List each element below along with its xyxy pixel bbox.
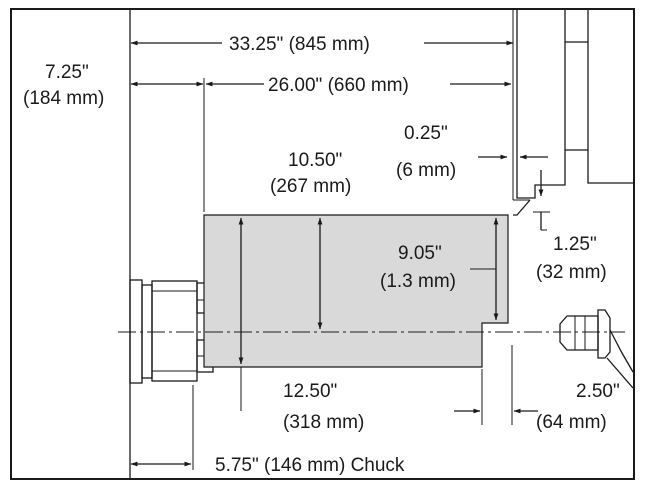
tool-clearance-line1: 0.25"	[404, 123, 448, 144]
turning-length-dimension	[130, 78, 512, 212]
tailstock-gap-line2: (64 mm)	[536, 412, 607, 433]
tool-clearance-line2: (6 mm)	[396, 160, 456, 181]
step-height-line2: (1.3 mm)	[380, 271, 456, 292]
tool-drop-line1: 1.25"	[553, 234, 597, 255]
left-offset-line2: (184 mm)	[23, 88, 104, 109]
chuck-dimension	[130, 385, 194, 470]
upper-diameter-line2: (267 mm)	[270, 176, 351, 197]
left-offset-line1: 7.25"	[45, 62, 89, 83]
upper-diameter-line1: 10.50"	[288, 150, 342, 171]
turning-length-label: 26.00" (660 mm)	[268, 75, 409, 96]
tool-drop-line2: (32 mm)	[536, 262, 607, 283]
step-height-dimension	[470, 217, 499, 321]
tool-drop-dimension	[533, 170, 550, 231]
overall-length-label: 33.25" (845 mm)	[229, 34, 370, 55]
lower-diameter-line2: (318 mm)	[283, 412, 364, 433]
workpiece-envelope	[203, 214, 509, 368]
tailstock-gap-line1: 2.50"	[576, 381, 620, 402]
turret-tool-post	[512, 10, 633, 216]
diagram-border	[10, 8, 635, 480]
lower-diameter-dimension	[238, 217, 483, 425]
lower-diameter-line1: 12.50"	[283, 381, 337, 402]
tailstock-gap-dimension	[511, 345, 538, 425]
step-height-line1: 9.05"	[398, 243, 442, 264]
chuck-label: 5.75" (146 mm) Chuck	[215, 455, 405, 476]
tailstock-center	[559, 309, 634, 389]
